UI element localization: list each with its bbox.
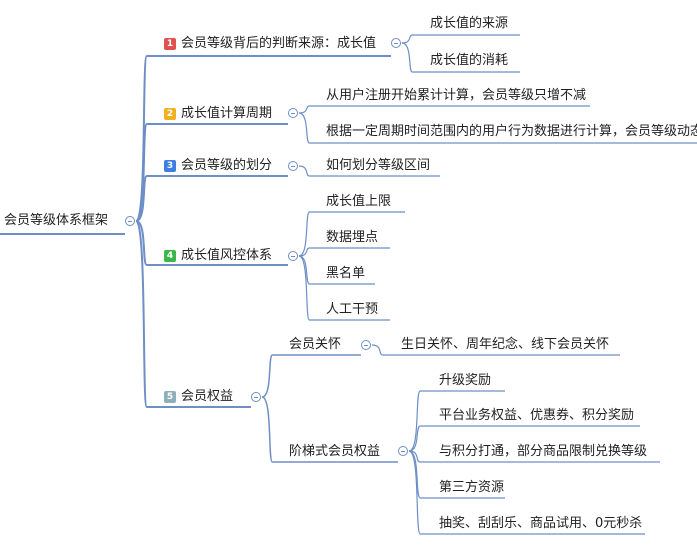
leaf-node: 如何划分等级区间 bbox=[326, 158, 430, 174]
connector-line bbox=[135, 220, 160, 408]
leaf-label: 人工干预 bbox=[326, 302, 379, 317]
connector-line bbox=[135, 175, 160, 222]
leaf-label: 如何划分等级区间 bbox=[326, 158, 431, 173]
collapse-toggle-icon[interactable] bbox=[361, 340, 371, 350]
leaf-label: 黑名单 bbox=[326, 266, 366, 281]
sub-branch-label: 阶梯式会员权益 bbox=[289, 444, 381, 459]
leaf-node: 根据一定周期时间范围内的用户行为数据进行计算，会员等级动态 bbox=[326, 124, 697, 140]
connector-line bbox=[135, 55, 160, 222]
branch-node-1: 1 会员等级背后的判断来源：成长值 bbox=[164, 36, 376, 52]
connector-line bbox=[401, 42, 425, 73]
connector-line bbox=[401, 34, 425, 44]
branch-label: 会员权益 bbox=[181, 389, 234, 404]
priority-2-icon: 2 bbox=[164, 108, 176, 120]
leaf-node: 与积分打通，部分商品限制兑换等级 bbox=[439, 444, 647, 460]
leaf-node: 抽奖、刮刮乐、商品试用、0元秒杀 bbox=[439, 516, 642, 532]
leaf-node: 数据埋点 bbox=[326, 230, 378, 246]
connector-line bbox=[298, 255, 322, 321]
connector-line bbox=[408, 425, 434, 452]
connector-line bbox=[298, 165, 322, 177]
leaf-label: 从用户注册开始累计计算，会员等级只增不减 bbox=[326, 88, 587, 103]
collapse-toggle-icon[interactable] bbox=[125, 216, 135, 226]
root-label: 会员等级体系框架 bbox=[4, 213, 109, 228]
branch-node-4: 4 成长值风控体系 bbox=[164, 248, 272, 264]
connector-line bbox=[261, 396, 285, 463]
connector-line bbox=[298, 211, 322, 257]
connector-line bbox=[261, 354, 285, 398]
branch-label: 会员等级的划分 bbox=[181, 158, 273, 173]
connector-line bbox=[408, 450, 434, 535]
leaf-label: 生日关怀、周年纪念、线下会员关怀 bbox=[401, 337, 610, 352]
connector-line bbox=[298, 112, 322, 144]
branch-label: 会员等级背后的判断来源：成长值 bbox=[181, 36, 377, 51]
leaf-node: 成长值的来源 bbox=[430, 16, 508, 32]
leaf-node: 人工干预 bbox=[326, 302, 378, 318]
priority-1-icon: 1 bbox=[164, 38, 176, 50]
leaf-node: 第三方资源 bbox=[439, 480, 504, 496]
connector-line bbox=[408, 450, 434, 499]
sub-branch-node: 会员关怀 bbox=[289, 337, 341, 353]
leaf-label: 与积分打通，部分商品限制兑换等级 bbox=[439, 444, 648, 459]
leaf-node: 生日关怀、周年纪念、线下会员关怀 bbox=[401, 337, 609, 353]
branch-node-2: 2 成长值计算周期 bbox=[164, 106, 272, 122]
leaf-label: 升级奖励 bbox=[439, 373, 492, 388]
leaf-node: 黑名单 bbox=[326, 266, 365, 282]
connector-line bbox=[408, 450, 434, 463]
collapse-toggle-icon[interactable] bbox=[288, 161, 298, 171]
priority-3-icon: 3 bbox=[164, 160, 176, 172]
leaf-node: 平台业务权益、优惠券、积分奖励 bbox=[439, 408, 634, 424]
branch-node-3: 3 会员等级的划分 bbox=[164, 158, 272, 174]
connector-line bbox=[371, 344, 396, 356]
leaf-label: 根据一定周期时间范围内的用户行为数据进行计算，会员等级动态 bbox=[326, 124, 697, 139]
branch-label: 成长值计算周期 bbox=[181, 106, 273, 121]
priority-5-icon: 5 bbox=[164, 391, 176, 403]
branch-node-5: 5 会员权益 bbox=[164, 389, 233, 405]
leaf-node: 成长值的消耗 bbox=[430, 53, 508, 69]
leaf-node: 升级奖励 bbox=[439, 373, 491, 389]
collapse-toggle-icon[interactable] bbox=[391, 38, 401, 48]
leaf-label: 成长值的来源 bbox=[430, 16, 509, 31]
collapse-toggle-icon[interactable] bbox=[288, 251, 298, 261]
leaf-label: 平台业务权益、优惠券、积分奖励 bbox=[439, 408, 635, 423]
connector-line bbox=[135, 220, 160, 266]
connector-line bbox=[135, 123, 160, 222]
priority-4-icon: 4 bbox=[164, 250, 176, 262]
leaf-label: 数据埋点 bbox=[326, 230, 379, 245]
leaf-label: 成长值上限 bbox=[326, 194, 392, 209]
root-node: 会员等级体系框架 bbox=[4, 213, 108, 229]
connector-line bbox=[298, 105, 322, 114]
leaf-label: 第三方资源 bbox=[439, 480, 505, 495]
leaf-node: 从用户注册开始累计计算，会员等级只增不减 bbox=[326, 88, 586, 104]
collapse-toggle-icon[interactable] bbox=[398, 446, 408, 456]
connector-line bbox=[408, 390, 434, 452]
leaf-node: 成长值上限 bbox=[326, 194, 391, 210]
connector-line bbox=[298, 247, 322, 257]
leaf-label: 成长值的消耗 bbox=[430, 53, 509, 68]
sub-branch-node: 阶梯式会员权益 bbox=[289, 444, 380, 460]
collapse-toggle-icon[interactable] bbox=[288, 108, 298, 118]
branch-label: 成长值风控体系 bbox=[181, 248, 273, 263]
collapse-toggle-icon[interactable] bbox=[251, 392, 261, 402]
sub-branch-label: 会员关怀 bbox=[289, 337, 342, 352]
leaf-label: 抽奖、刮刮乐、商品试用、0元秒杀 bbox=[439, 516, 643, 531]
